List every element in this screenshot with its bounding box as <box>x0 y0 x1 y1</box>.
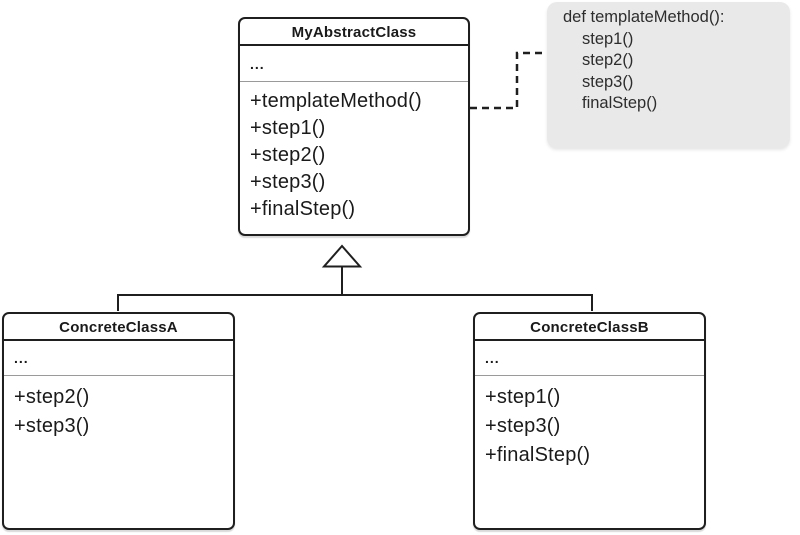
note-line: def templateMethod(): <box>563 8 725 26</box>
method-item: +templateMethod() <box>250 90 422 112</box>
inheritance-connector <box>117 294 593 311</box>
method-item: +step3() <box>14 415 90 437</box>
inheritance-triangle-icon <box>321 244 363 268</box>
class-attributes: ... <box>4 341 233 376</box>
method-item: +finalStep() <box>485 444 591 466</box>
note-line: finalStep() <box>582 94 658 112</box>
note-line: step3() <box>582 72 634 91</box>
method-item: +step1() <box>485 386 561 408</box>
class-attributes: ... <box>240 46 468 82</box>
note-connector <box>470 51 547 110</box>
method-item: +step2() <box>14 386 90 408</box>
method-item: +step2() <box>250 144 326 166</box>
method-item: +step1() <box>250 117 326 139</box>
class-methods: +step1() +step3() +finalStep() <box>475 376 704 477</box>
method-item: +step3() <box>250 171 326 193</box>
note-line: step2() <box>582 51 634 69</box>
class-box-concreteclassa: ConcreteClassA ... +step2() +step3() <box>2 312 235 530</box>
method-item: +finalStep() <box>250 198 356 220</box>
note-line: step1() <box>582 29 634 48</box>
pseudocode-note: def templateMethod(): step1() step2() st… <box>547 2 790 148</box>
class-methods: +templateMethod() +step1() +step2() +ste… <box>240 82 468 229</box>
class-title: ConcreteClassA <box>4 314 233 341</box>
class-attributes: ... <box>475 341 704 376</box>
class-box-concreteclassb: ConcreteClassB ... +step1() +step3() +fi… <box>473 312 706 530</box>
class-box-myabstractclass: MyAbstractClass ... +templateMethod() +s… <box>238 17 470 236</box>
class-title: ConcreteClassB <box>475 314 704 341</box>
method-item: +step3() <box>485 415 561 437</box>
class-methods: +step2() +step3() <box>4 376 233 448</box>
class-title: MyAbstractClass <box>240 19 468 46</box>
